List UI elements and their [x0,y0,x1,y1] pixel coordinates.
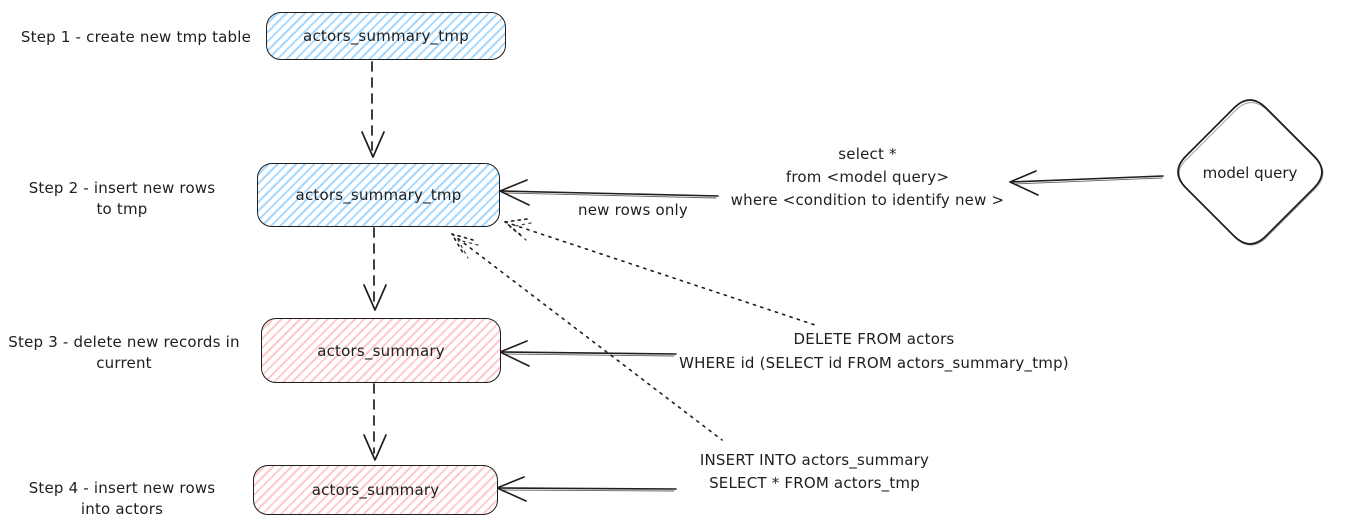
select-annotation-line1: select * [838,145,897,163]
arrow-step3-to-step4 [363,383,387,461]
insert-annotation-line2: SELECT * FROM actors_tmp [709,474,920,492]
step-3-label-line1: Step 3 - delete new records in [8,333,240,351]
step-4-label-line1: Step 4 - insert new rows [28,479,216,497]
arrow-modelquery-to-select [1009,170,1164,196]
delete-annotation: DELETE FROM actors WHERE id (SELECT id F… [668,327,1080,375]
insert-annotation-line1: INSERT INTO actors_summary [699,451,930,469]
arrow-select-to-box2 [499,179,719,206]
model-query-label: model query [1202,164,1298,182]
insert-annotation: INSERT INTO actors_summary SELECT * FROM… [672,449,957,495]
node-step1-label: actors_summary_tmp [303,27,469,45]
arrow-step2-to-step3 [363,227,387,311]
node-step2-label: actors_summary_tmp [295,186,462,204]
dotted-arrow-box2-to-insert [451,233,723,441]
node-step2-actors-summary-tmp: actors_summary_tmp [257,163,500,227]
step-3-label: Step 3 - delete new records in current [4,332,244,374]
delete-annotation-line1: DELETE FROM actors [793,330,955,348]
step-4-label: Step 4 - insert new rows into actors [8,478,236,520]
select-annotation-line2: from <model query> [785,168,950,186]
delete-annotation-line2: WHERE id (SELECT id FROM actors_summary_… [679,354,1069,372]
node-step4-label: actors_summary [311,481,440,499]
node-step1-actors-summary-tmp: actors_summary_tmp [266,12,506,60]
arrow-delete-to-box3 [499,340,677,367]
model-query-diamond [1177,99,1324,246]
select-annotation-line3: where <condition to identify new > [730,191,1005,209]
step-2-label-line2: to tmp [96,200,148,218]
select-annotation: select * from <model query> where <condi… [700,143,1035,212]
step-1-label-line1: Step 1 - create new tmp table [20,28,252,46]
step-1-label: Step 1 - create new tmp table [10,27,262,48]
new-rows-only-label: new rows only [578,201,688,219]
step-2-label-line1: Step 2 - insert new rows [28,179,216,197]
node-step3-actors-summary: actors_summary [261,318,501,383]
arrow-step1-to-step2 [361,61,385,158]
node-step4-actors-summary: actors_summary [253,465,498,515]
node-step3-label: actors_summary [317,341,445,360]
step-4-label-line2: into actors [80,500,164,518]
step-3-label-line2: current [96,354,152,372]
dotted-arrow-box2-to-delete [504,218,816,326]
arrow-insert-to-box4 [496,476,677,502]
step-2-label: Step 2 - insert new rows to tmp [8,178,236,220]
